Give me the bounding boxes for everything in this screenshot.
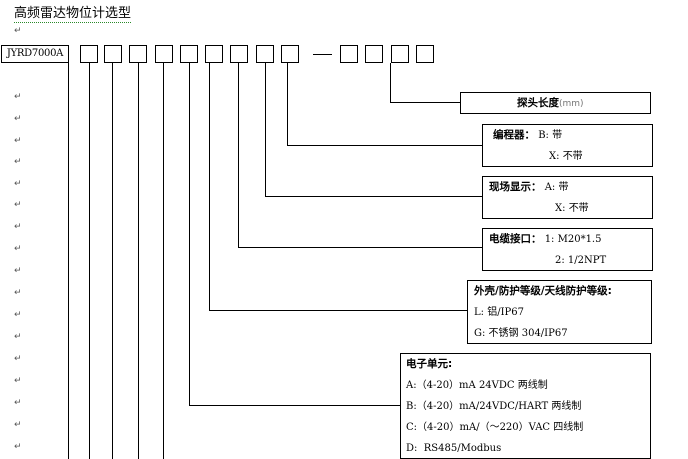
connector-line [189, 405, 400, 406]
encoder-label: 编程器： [493, 129, 535, 141]
code-cell [230, 45, 248, 63]
paragraph-mark: ↵ [14, 332, 22, 342]
paragraph-mark: ↵ [14, 266, 22, 276]
housing-option-text: 不锈钢 304/IP67 [488, 328, 568, 339]
encoder-option-text: 带 [552, 130, 563, 141]
connector-line [138, 63, 139, 459]
connector-line [238, 247, 482, 248]
probe-length-label: 探头长度 [517, 97, 559, 109]
paragraph-mark: ↵ [14, 114, 22, 124]
housing-option-code: G: [474, 328, 486, 339]
display-option-code: X: [555, 203, 566, 214]
code-cell [281, 45, 299, 63]
encoder-option-text: 不带 [562, 151, 583, 162]
connector-line [68, 63, 69, 459]
display-label: 现场显示： [489, 181, 542, 193]
electronics-option-text: （4-20）mA 24VDC 两线制 [416, 380, 548, 391]
connector-line [189, 63, 190, 405]
paragraph-mark: ↵ [14, 354, 22, 364]
paragraph-mark: ↵ [14, 179, 22, 189]
housing-label: 外壳/防护等级/天线防护等级: [474, 285, 612, 297]
connector-line [209, 63, 210, 310]
paragraph-mark: ↵ [14, 200, 22, 210]
display-option-text: 不带 [568, 203, 589, 214]
display-option-text: 带 [558, 182, 569, 193]
paragraph-mark: ↵ [14, 420, 22, 430]
code-cell [256, 45, 274, 63]
paragraph-mark: ↵ [14, 244, 22, 254]
model-code-box: JYRD7000A [1, 45, 69, 63]
connector-line [163, 63, 164, 459]
electronics-option-code: B: [406, 401, 417, 412]
code-cell [180, 45, 198, 63]
connector-line [112, 63, 113, 459]
paragraph-mark: ↵ [14, 310, 22, 320]
paragraph-mark: ↵ [14, 222, 22, 232]
electronics-box: 电子单元: A:（4-20）mA 24VDC 两线制 B:（4-20）mA/24… [400, 353, 651, 459]
paragraph-mark: ↵ [14, 442, 22, 452]
paragraph-mark: ↵ [14, 136, 22, 146]
cable-option-text: M20*1.5 [557, 234, 602, 245]
encoder-box: 编程器： B: 带 X: 不带 [482, 124, 653, 167]
paragraph-mark: ↵ [14, 288, 22, 298]
connector-line [287, 63, 288, 145]
connector-line [265, 63, 266, 196]
connector-line [265, 196, 482, 197]
encoder-option-code: X: [549, 151, 560, 162]
electronics-option-text: （4-20）mA/24VDC/HART 两线制 [416, 401, 582, 412]
code-cell [365, 45, 383, 63]
housing-box: 外壳/防护等级/天线防护等级: L: 铝/IP67 G: 不锈钢 304/IP6… [467, 280, 652, 344]
cable-interface-box: 电缆接口： 1: M20*1.5 2: 1/2NPT [482, 228, 653, 271]
electronics-option-code: D: [406, 443, 418, 454]
probe-length-box: 探头长度(mm) [460, 92, 651, 114]
connector-line [209, 310, 467, 311]
page-title: 高频雷达物位计选型 [14, 2, 132, 23]
connector-line [287, 145, 482, 146]
encoder-option-code: B: [538, 130, 549, 141]
code-cell [80, 45, 98, 63]
code-cell [155, 45, 173, 63]
connector-line [238, 63, 239, 247]
paragraph-mark: ↵ [14, 92, 22, 102]
electronics-label: 电子单元: [406, 358, 453, 370]
probe-length-unit: (mm) [559, 99, 584, 109]
cable-option-text: 1/2NPT [567, 255, 607, 266]
electronics-option-code: A: [406, 380, 417, 391]
paragraph-mark: ↵ [14, 157, 22, 167]
connector-line [390, 102, 460, 103]
code-cell [104, 45, 122, 63]
code-cell [340, 45, 358, 63]
cable-option-code: 1: [544, 234, 555, 245]
display-box: 现场显示： A: 带 X: 不带 [482, 176, 653, 219]
display-option-code: A: [544, 182, 556, 193]
housing-option-code: L: [474, 307, 485, 318]
code-cell [129, 45, 147, 63]
electronics-option-text: （4-20）mA/（～220）VAC 四线制 [417, 422, 584, 433]
code-cell [416, 45, 434, 63]
paragraph-mark: ↵ [14, 398, 22, 408]
cable-label: 电缆接口： [489, 233, 542, 245]
paragraph-mark: ↵ [14, 376, 22, 386]
cable-option-code: 2: [555, 255, 565, 266]
code-cell [205, 45, 223, 63]
code-cell [391, 45, 409, 63]
connector-line [390, 63, 391, 102]
paragraph-mark: ↵ [14, 26, 22, 36]
connector-line [89, 63, 90, 459]
electronics-option-code: C: [406, 422, 418, 433]
separator-dash [313, 54, 332, 55]
electronics-option-text: RS485/Modbus [423, 443, 502, 454]
housing-option-text: 铝/IP67 [487, 307, 524, 318]
